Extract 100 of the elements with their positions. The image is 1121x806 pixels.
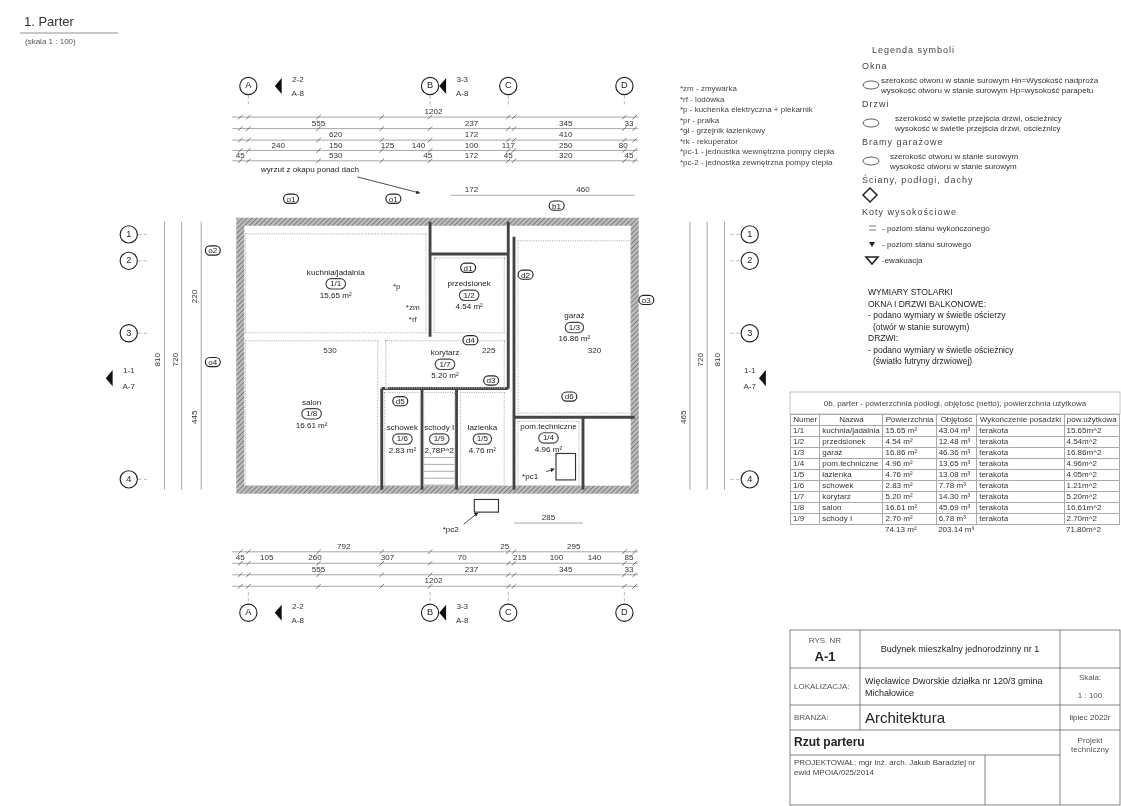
dimension-value: 445 [190, 410, 199, 424]
floor-finish: terakota [976, 447, 1064, 459]
building-name: Budynek mieszkalny jednorodzinny nr 1 [880, 644, 1040, 654]
discipline-text: Architektura [865, 708, 946, 726]
annotation-text: *pc1 [522, 471, 540, 483]
dimension-value: 240 [271, 140, 285, 149]
legend-heading: Koty wysokościowe [862, 207, 958, 217]
note-text: (otwór w stanie surowym) [873, 321, 970, 332]
room-name: korytarz [819, 491, 883, 503]
equipment-label: *p [392, 282, 401, 291]
dimension-value: 140 [587, 553, 602, 562]
note-text: *zm - zmywarka [680, 83, 737, 93]
dimension-value: 80 [618, 140, 628, 149]
room-area: 4.76 m² [468, 446, 496, 456]
dimension-value: 720 [696, 353, 705, 367]
legend-text: szerokość otworu w stanie surowym Hn=Wysokość nadproża [881, 75, 1099, 85]
field-label: LOKALIZACJA: [794, 681, 850, 691]
note-text: WYMIARY STOLARKI [868, 287, 953, 297]
room-number: 1/1 [325, 277, 346, 289]
dimension-value: 810 [713, 353, 722, 367]
room-number: 1/3 [790, 447, 820, 459]
opening-tag: o2 [204, 245, 221, 256]
dimension-value: 345 [559, 118, 573, 127]
location-text: Więcławice Dworskie działka nr 120/3 gmina Michałowice [865, 675, 1044, 699]
area-value: 4.96 m² [882, 458, 937, 470]
dimension-value: 172 [464, 151, 479, 160]
axis-marker: 3 [119, 324, 138, 343]
usable-area: 16.61m^2 [1064, 502, 1120, 514]
legend-text: - poziom stanu wykończonego [882, 223, 990, 233]
legend-text: wysokość otworu w stanie surowym Hp=wysokość parapetu [881, 85, 1094, 95]
room-name: schody I [424, 423, 455, 433]
dimension-value: 460 [576, 185, 590, 194]
legend-heading: Bramy garażowe [862, 137, 944, 147]
field-label: Skala: [1078, 672, 1102, 682]
axis-marker: C [499, 76, 518, 96]
room-number: 1/8 [790, 502, 820, 514]
legend-text: -ewakuacja [882, 255, 923, 265]
note-text: - podano wymiary w świetle ościeżnicy [868, 344, 1014, 355]
volume-value: 45.69 m³ [936, 502, 977, 514]
dimension-value: 720 [170, 353, 179, 367]
room-name: schody I [819, 513, 883, 525]
room-name: salon [301, 397, 322, 407]
dimension-value: 85 [624, 553, 634, 562]
table-title: 0b. parter - powierzchnia podłogi, objętość (netto), powierzchnia użytkowa [823, 398, 1087, 408]
note-text: *p - kuchenka elektryczna + piekarnik [680, 104, 813, 114]
usable-area: 2.70m^2 [1064, 513, 1120, 525]
area-value: 4.76 m² [882, 469, 937, 481]
note-text: *gł - grzejnik łazienkowy [680, 125, 766, 135]
dimension-value: 125 [380, 140, 395, 149]
usable-area: 4.54m^2 [1064, 436, 1120, 448]
dimension-value: 150 [329, 140, 343, 149]
drawing-title: Rzut parteru [794, 735, 865, 749]
opening-tag: o1 [385, 193, 402, 204]
section-mark: A-8 [456, 88, 469, 97]
volume-value: 13.08 m³ [936, 469, 977, 481]
dimension-value: 345 [559, 565, 573, 574]
room-number: 1/6 [790, 480, 820, 492]
dimension-value: 45 [503, 151, 513, 160]
opening-tag: o3 [638, 294, 655, 306]
date-text: lipiec 2022r [1069, 712, 1111, 722]
dimension-value: 237 [464, 565, 479, 574]
usable-area: 4.05m^2 [1064, 469, 1120, 481]
dimension-value: 465 [679, 410, 688, 424]
dimension-value: 1202 [424, 576, 443, 585]
axis-marker: A [239, 603, 258, 622]
room-area: 5.20 m² [431, 371, 459, 381]
usable-area: 1.21m^2 [1064, 480, 1120, 492]
dimension-value: 410 [559, 130, 573, 139]
axis-marker: 1 [740, 225, 759, 244]
designer-text: PROJEKTOWAŁ: mgr inż. arch. Jakub Baradziej nr ewid MPOIA/025/2014 [794, 758, 977, 778]
dimension-value: 792 [337, 542, 351, 551]
note-text: *pc-2 - jednostka zewnętrzna pompy ciepła [680, 157, 833, 166]
column-header: Nazwa [819, 414, 883, 426]
dimension-value: 237 [464, 118, 479, 127]
axis-marker: 1 [119, 225, 138, 244]
dimension-value: 70 [457, 553, 467, 562]
room-name: garaż [564, 310, 585, 321]
scale-value: 1 : 100 [1077, 690, 1103, 700]
room-name: schowek [819, 480, 883, 492]
note-text: OKNA I DRZWI BALKONOWE: [868, 298, 987, 309]
dimension-value: 810 [153, 353, 162, 367]
room-number: 1/4 [790, 458, 820, 470]
legend-heading: Okna [862, 61, 888, 71]
room-name: korytarz [430, 348, 460, 358]
axis-marker: 4 [119, 470, 138, 489]
volume-value: 12.48 m³ [936, 436, 977, 448]
opening-tag: o4 [204, 356, 221, 368]
section-mark: A-7 [122, 382, 135, 391]
opening-tag: d6 [561, 391, 578, 402]
section-mark: 3-3 [456, 75, 469, 84]
note-text: *rk - rekuperator [680, 136, 738, 145]
equipment-label: *zm [405, 302, 420, 311]
usable-area: 4.96m^2 [1064, 458, 1120, 470]
section-mark: A-7 [743, 382, 756, 391]
opening-tag: d4 [462, 335, 479, 346]
dimension-value: 320 [587, 346, 602, 355]
total-value: 203.14 m³ [936, 524, 977, 535]
room-area: 16.61 m² [295, 420, 328, 430]
room-number: 1/3 [564, 321, 585, 333]
opening-tag: d5 [392, 396, 409, 407]
